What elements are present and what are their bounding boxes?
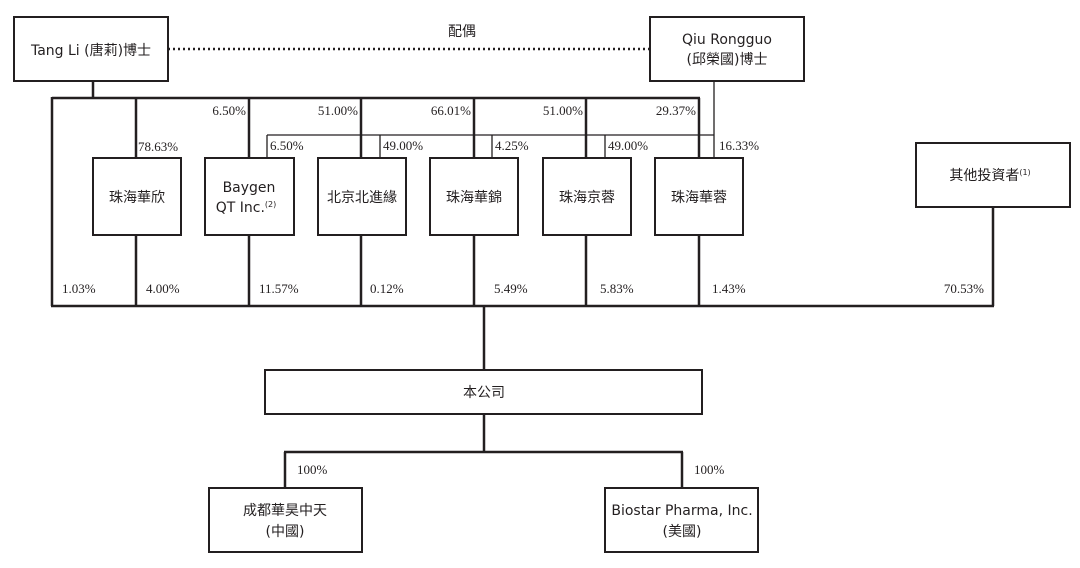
zhuhai-jingrong-label: 珠海京蓉: [559, 190, 615, 206]
box-zhuhai-huarong: [654, 157, 744, 236]
box-zhuhai-huajin: [429, 157, 519, 236]
zhuhai-huajin-label: 珠海華錦: [446, 189, 502, 206]
pct-qiu-to-huarong: 16.33%: [719, 138, 759, 153]
pct-tang-to-huajin: 66.01%: [431, 103, 471, 118]
pct-tang-direct: 1.03%: [62, 281, 96, 296]
pct-company-to-chengdu: 100%: [297, 462, 328, 477]
chengdu-label-line2: (中國): [266, 524, 305, 540]
box-qiu-rongguo: [649, 16, 805, 82]
pct-huajin-to-company: 5.49%: [494, 281, 528, 296]
pct-qiu-to-beijin: 49.00%: [383, 138, 423, 153]
box-chengdu: [208, 487, 363, 553]
chengdu-label-line1: 成都華昊中天: [243, 503, 327, 519]
pct-tang-to-jingrong: 51.00%: [543, 103, 583, 118]
pct-jingrong-to-company: 5.83%: [600, 281, 634, 296]
box-company: [264, 369, 703, 415]
pct-qiu-to-baygen: 6.50%: [270, 138, 304, 153]
zhuhai-huarong-label: 珠海華蓉: [671, 190, 727, 206]
box-biostar: [604, 487, 759, 553]
box-tang-li: [13, 16, 169, 82]
box-zhuhai-huaxin: [92, 157, 182, 236]
pct-qiu-to-huajin: 4.25%: [495, 138, 529, 153]
baygen-label-line1: Baygen: [223, 180, 276, 196]
qiu-rongguo-name: Qiu Rongguo: [682, 32, 772, 48]
company-label: 本公司: [463, 385, 505, 401]
pct-huaxin-to-company: 4.00%: [146, 281, 180, 296]
biostar-label-line1: Biostar Pharma, Inc.: [611, 503, 752, 519]
beijing-beijin-label: 北京北進緣: [327, 190, 397, 206]
pct-tang-to-huaxin: 78.63%: [138, 139, 178, 154]
box-baygen: [204, 157, 295, 236]
pct-company-to-biostar: 100%: [694, 462, 725, 477]
pct-beijin-to-company: 0.12%: [370, 281, 404, 296]
other-investors-label: 其他投資者(1): [949, 168, 1030, 184]
baygen-label-line2: QT Inc.(2): [216, 200, 277, 216]
spouse-label: 配偶: [448, 24, 476, 40]
tang-li-label: Tang Li (唐莉)博士: [30, 42, 151, 59]
zhuhai-huaxin-label: 珠海華欣: [109, 190, 165, 206]
biostar-label-line2: (美國): [663, 524, 702, 540]
qiu-rongguo-title: (邱榮國)博士: [687, 51, 768, 68]
pct-qiu-to-jingrong: 49.00%: [608, 138, 648, 153]
pct-tang-to-huarong: 29.37%: [656, 103, 696, 118]
pct-baygen-to-company: 11.57%: [259, 281, 299, 296]
pct-others-to-company: 70.53%: [944, 281, 984, 296]
pct-tang-to-beijin: 51.00%: [318, 103, 358, 118]
pct-tang-to-baygen: 6.50%: [212, 103, 246, 118]
pct-huarong-to-company: 1.43%: [712, 281, 746, 296]
